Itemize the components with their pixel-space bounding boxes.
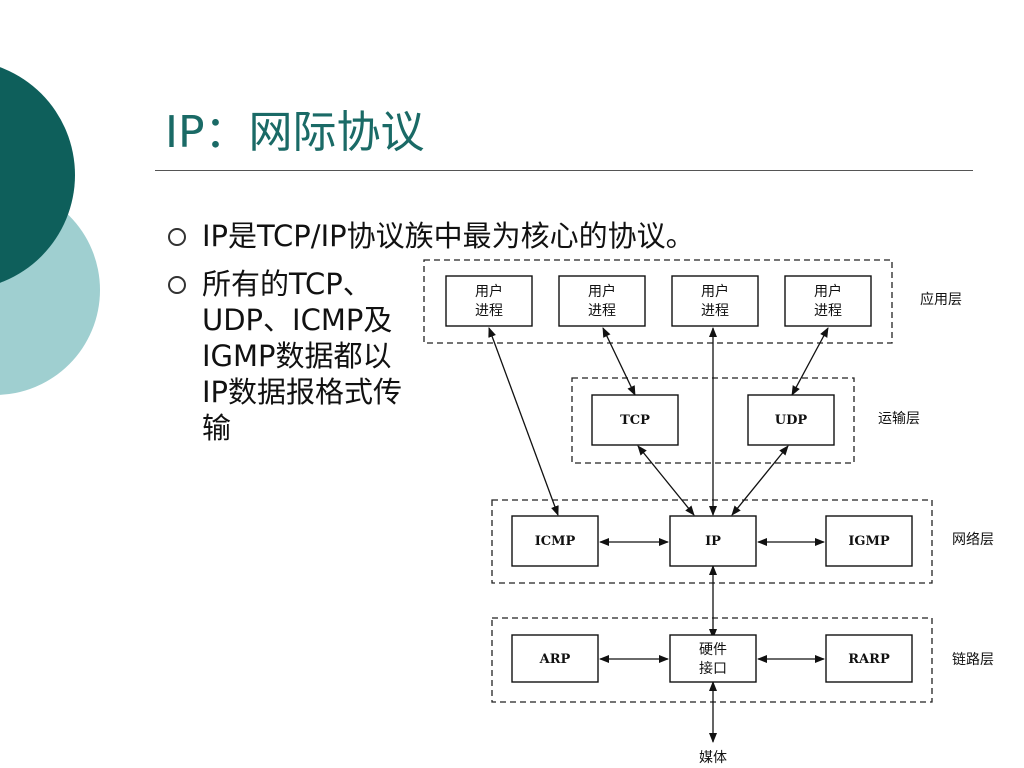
- udp-box: [747, 394, 835, 446]
- user-process-3-label-bottom: 进程: [701, 303, 729, 319]
- user-process-3-box: [671, 275, 759, 327]
- user-process-4-label-bottom: 进程: [814, 303, 842, 319]
- hardware-interface-box: [669, 634, 757, 683]
- user-process-2-label-bottom: 进程: [588, 303, 616, 319]
- title-divider: [155, 170, 973, 171]
- user-process-4-box: [784, 275, 872, 327]
- network-layer-label: 网络层: [952, 532, 994, 548]
- rarp-label: RARP: [848, 652, 890, 667]
- tcpip-layer-diagram: 应用层 运输层 网络层 链路层 用户 进程 用户: [423, 259, 994, 766]
- user-process-1-box: [445, 275, 533, 327]
- rarp-box: [825, 634, 913, 683]
- user-process-1-label-bottom: 进程: [475, 303, 503, 319]
- tcp-label: TCP: [620, 413, 650, 428]
- arrow-proc2-tcp: [602, 327, 636, 396]
- decorative-circles: [0, 67, 100, 395]
- udp-label: UDP: [775, 413, 808, 428]
- user-process-2-label-top: 用户: [588, 283, 616, 300]
- arp-box: [511, 634, 599, 683]
- hardware-interface-label-top: 硬件: [699, 642, 727, 658]
- icmp-label: ICMP: [535, 534, 576, 549]
- ip-label: IP: [705, 534, 721, 549]
- media-label: 媒体: [699, 750, 727, 766]
- icmp-box: [511, 515, 599, 567]
- arrow-udp-ip: [731, 445, 789, 516]
- tcp-box: [591, 394, 679, 446]
- bullet-circle-icon: [168, 276, 186, 294]
- dark-circle: [0, 67, 75, 283]
- bullet-text-1: IP是TCP/IP协议族中最为核心的协议。: [202, 219, 695, 253]
- app-layer-label: 应用层: [920, 291, 962, 308]
- transport-layer-label: 运输层: [878, 411, 920, 427]
- igmp-label: IGMP: [848, 534, 890, 549]
- app-layer-frame: [423, 259, 893, 344]
- bullet-circle-icon: [168, 228, 186, 246]
- arrow-tcp-ip: [637, 445, 695, 516]
- arrow-proc4-udp: [791, 327, 829, 396]
- igmp-box: [825, 515, 913, 567]
- arp-label: ARP: [539, 652, 571, 667]
- bullet-text-2: 所有的TCP、UDP、ICMP及IGMP数据都以IP数据报格式传输: [202, 267, 403, 445]
- user-process-2-box: [558, 275, 646, 327]
- ip-box: [669, 515, 757, 567]
- link-layer-label: 链路层: [952, 652, 994, 668]
- user-process-1-label-top: 用户: [475, 283, 503, 300]
- page-title: IP：网际协议: [165, 107, 425, 158]
- arrow-proc1-icmp: [488, 327, 559, 516]
- user-process-4-label-top: 用户: [814, 283, 842, 300]
- user-process-3-label-top: 用户: [701, 283, 729, 300]
- hardware-interface-label-bottom: 接口: [699, 660, 727, 677]
